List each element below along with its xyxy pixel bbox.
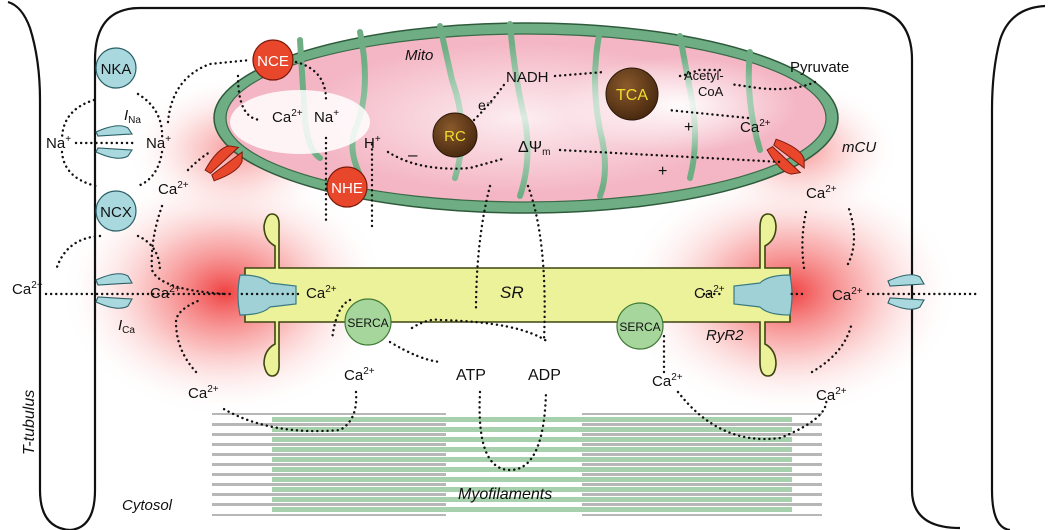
tca-cycle: TCA	[605, 67, 659, 121]
plus-tca-label: +	[684, 119, 693, 136]
ryr2-right	[733, 274, 793, 316]
ca-mito-right-label: Ca2+	[740, 118, 771, 136]
minus-label: –	[408, 145, 418, 164]
mcu-right	[766, 138, 805, 175]
ca-channel-right	[887, 274, 925, 310]
ca-cleft-right-label: Ca2+	[832, 286, 863, 304]
myofilaments	[212, 413, 822, 516]
acetyl-label: Acetyl-	[684, 68, 724, 83]
e-minus-label: e⁻	[478, 97, 493, 113]
nce-exchanger: NCE	[252, 39, 294, 81]
ca-inside-label: Ca2+	[150, 284, 181, 302]
thick-filament	[272, 507, 792, 512]
adp-label: ADP	[528, 367, 561, 384]
flux-arrows	[44, 58, 978, 472]
ncx-exchanger: NCX	[95, 190, 137, 232]
nhe-label: NHE	[331, 180, 363, 197]
na-outside-label: Na+	[46, 134, 71, 152]
cytosol-label: Cytosol	[122, 497, 173, 514]
ca-sr-left-label: Ca2+	[306, 284, 337, 302]
na-channel	[95, 125, 133, 159]
serca-right: SERCA	[616, 302, 664, 350]
cell-membrane	[7, 0, 1046, 530]
ca-sr-right-label: Ca2+	[694, 284, 725, 302]
ca-mito-left-label: Ca2+	[272, 108, 303, 126]
nka-label: NKA	[101, 61, 132, 78]
ion-labels: INa Na+ Na+ Ca2+ Ca2+ ICa Ca2+ Ca2+ Na+ …	[12, 59, 876, 404]
pyruvate-label: Pyruvate	[790, 59, 849, 76]
ca-lower-serca-left-label: Ca2+	[344, 366, 375, 384]
thick-filament	[272, 447, 792, 452]
serca-right-label: SERCA	[619, 320, 660, 334]
delta-psi-label: ΔΨm	[518, 139, 550, 158]
thick-filament	[272, 497, 792, 502]
t-tubulus-label: T-tubulus	[21, 390, 38, 455]
serca-left: SERCA	[344, 298, 392, 346]
ca-cytosol-right-label: Ca2+	[806, 184, 837, 202]
mitochondrion: Mito	[213, 21, 839, 214]
serca-left-label: SERCA	[347, 316, 388, 330]
ca-outside-label: Ca2+	[12, 280, 43, 298]
thick-filament	[272, 477, 792, 482]
mcu-label: mCU	[842, 139, 876, 156]
thick-filament	[272, 417, 792, 422]
ncx-label: NCX	[100, 204, 132, 221]
i-na-label: INa	[124, 107, 141, 126]
atp-label: ATP	[456, 367, 486, 384]
ca-lower-serca-right-label: Ca2+	[652, 372, 683, 390]
rc-label: RC	[444, 128, 466, 145]
tca-label: TCA	[616, 87, 648, 104]
plus-mcu-label: +	[658, 163, 667, 180]
thick-filament	[272, 427, 792, 432]
nadh-label: NADH	[506, 69, 549, 86]
mito-label: Mito	[405, 47, 433, 64]
nhe-exchanger: NHE	[326, 166, 368, 208]
coa-label: CoA	[698, 84, 724, 99]
na-inside-label: Na+	[146, 134, 171, 152]
ryr2-label: RyR2	[706, 327, 744, 344]
h-label: H+	[364, 134, 381, 152]
na-mito-label: Na+	[314, 108, 339, 126]
thick-filament	[272, 467, 792, 472]
ca-cytosol-left-label: Ca2+	[158, 180, 189, 198]
i-ca-label: ICa	[118, 317, 135, 336]
nce-label: NCE	[257, 53, 289, 70]
sr-label: SR	[500, 283, 524, 302]
myofilaments-label: Myofilaments	[458, 486, 552, 503]
mcu-left	[204, 145, 243, 182]
nka-pump: NKA	[95, 47, 137, 89]
ca-lower-right-label: Ca2+	[816, 386, 847, 404]
thick-filament	[272, 487, 792, 492]
sr-body	[244, 213, 791, 377]
ca-channel-left	[95, 273, 133, 309]
rc-complex: RC	[432, 112, 478, 158]
ca-lower-left-label: Ca2+	[188, 384, 219, 402]
thick-filament	[272, 437, 792, 442]
